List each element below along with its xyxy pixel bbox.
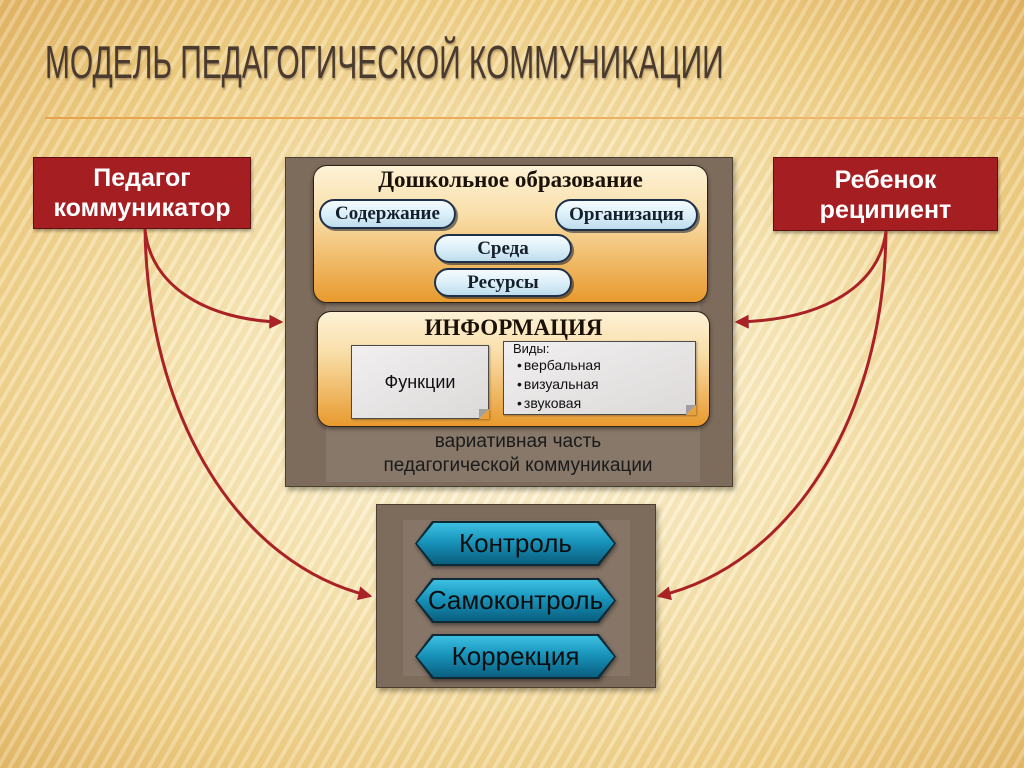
types-list-item: звуковая — [517, 394, 601, 413]
environment-pill: Среда — [434, 234, 572, 263]
variable-part-caption: вариативная часть педагогической коммуни… — [331, 430, 705, 478]
preschool-education-title: Дошкольное образование — [378, 167, 643, 192]
resources-pill: Ресурсы — [434, 268, 572, 297]
educator-box: Педагог коммуникатор — [33, 157, 251, 229]
variable-part-line1: вариативная часть — [434, 431, 602, 452]
control-panel: Контроль Самоконтроль Коррекция — [376, 504, 656, 688]
organization-pill: Организация — [555, 199, 698, 231]
content-pill: Содержание — [319, 199, 456, 229]
types-note: Виды: вербальная визуальная звуковая — [503, 341, 696, 415]
educator-label-line2: коммуникатор — [53, 194, 231, 222]
slide-title: МОДЕЛЬ ПЕДАГОГИЧЕСКОЙ КОММУНИКАЦИИ — [45, 36, 724, 88]
functions-label: Функции — [384, 371, 456, 392]
title-underline — [45, 117, 1024, 119]
arrow-child-to-information — [734, 230, 888, 329]
child-label-line1: Ребенок — [834, 166, 937, 194]
step-self-control: Самоконтроль — [415, 578, 616, 623]
step-self-control-label: Самоконтроль — [417, 580, 614, 621]
variable-part-line2: педагогической коммуникации — [383, 455, 653, 476]
central-panel: Дошкольное образование Содержание Органи… — [285, 157, 733, 487]
information-box: ИНФОРМАЦИЯ Функции Виды: вербальная визу… — [317, 311, 710, 427]
step-correction: Коррекция — [415, 634, 616, 679]
step-control-label: Контроль — [417, 523, 614, 564]
types-list-item: визуальная — [517, 375, 601, 394]
types-list: вербальная визуальная звуковая — [517, 356, 601, 413]
educator-label-line1: Педагог — [93, 164, 191, 192]
child-label-line2: реципиент — [819, 196, 952, 224]
arrow-educator-to-information — [143, 228, 284, 329]
types-label: Виды: — [513, 341, 550, 356]
information-title: ИНФОРМАЦИЯ — [424, 315, 603, 340]
functions-note: Функции — [351, 345, 489, 419]
preschool-education-box: Дошкольное образование Содержание Органи… — [313, 165, 708, 303]
child-box: Ребенок реципиент — [773, 157, 998, 231]
step-control: Контроль — [415, 521, 616, 566]
step-correction-label: Коррекция — [417, 636, 614, 677]
types-list-item: вербальная — [517, 356, 601, 375]
